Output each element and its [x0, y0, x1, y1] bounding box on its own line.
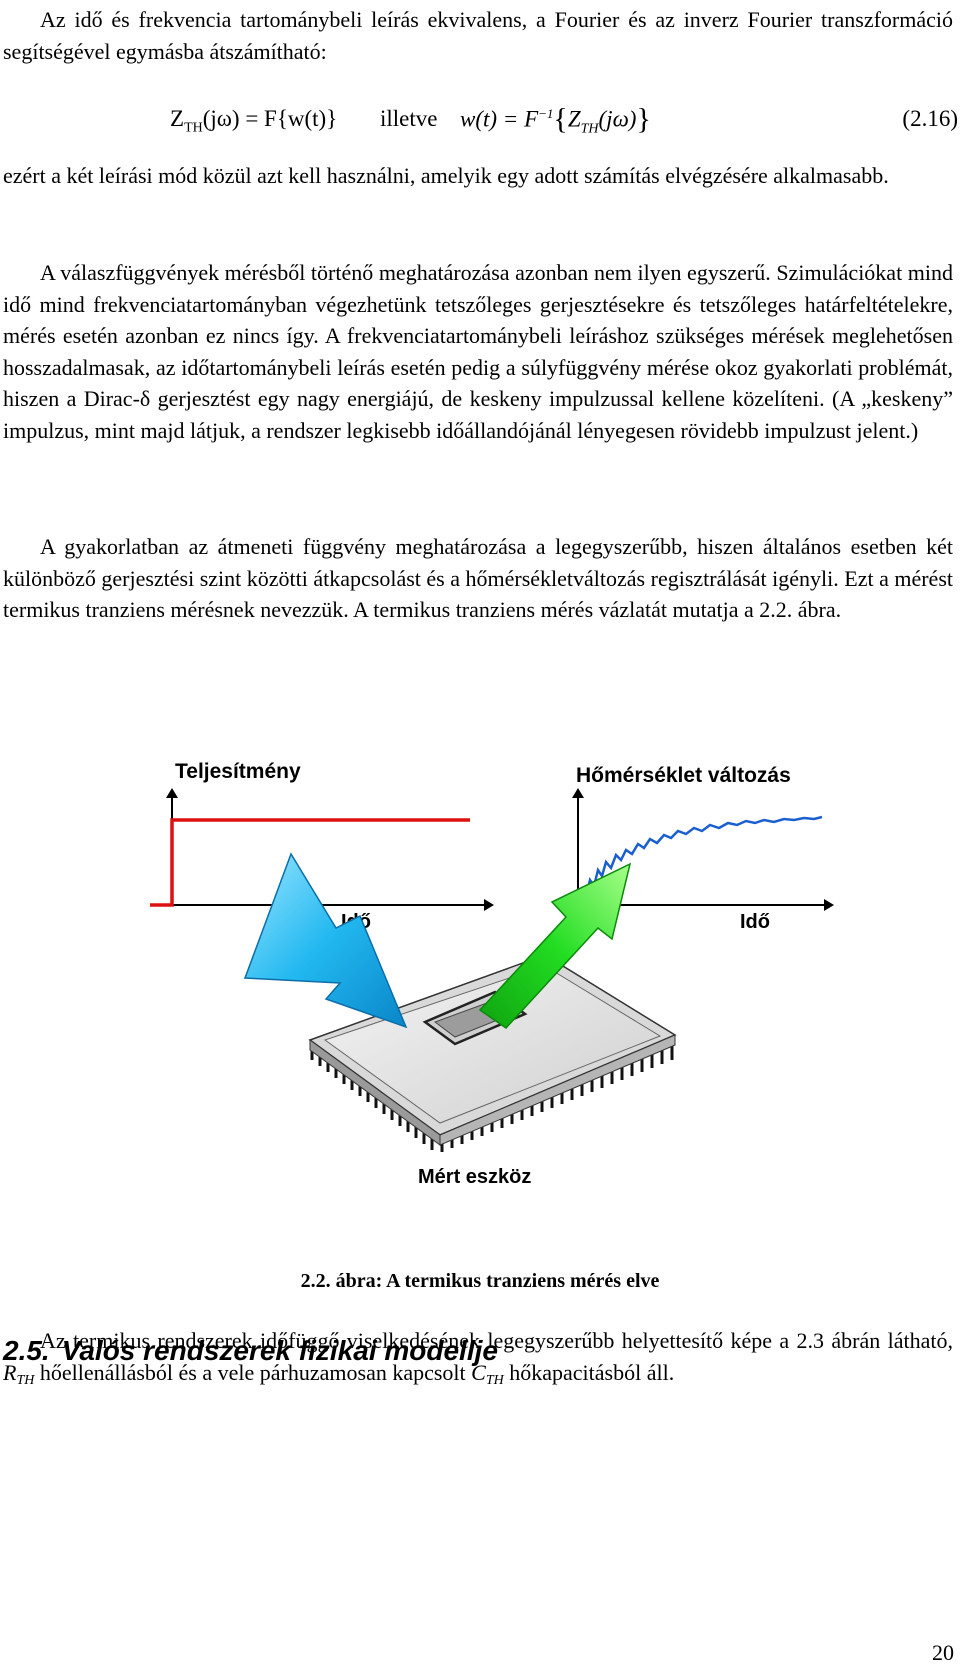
left-x-arrowhead — [484, 899, 494, 911]
power-step-line — [150, 818, 470, 907]
figure-caption: 2.2. ábra: A termikus tranziens mérés el… — [300, 1270, 660, 1292]
formula-rhs-sup: −1 — [538, 106, 554, 121]
temperature-curve — [576, 815, 823, 903]
power-input-arrow — [243, 852, 408, 1029]
formula-lhs: ZTH(jω) = F{w(t)} — [170, 106, 337, 137]
section-title: Valós rendszerek fizikai modellje — [61, 1335, 498, 1366]
equation-number: (2.16) — [902, 106, 958, 131]
formula-lhs-arg: (jω) = F{w(t)} — [202, 106, 338, 131]
formula-rhs-arg: (jω) — [598, 106, 637, 132]
formula-brace-close: } — [636, 102, 651, 136]
formula-rhs-left: w(t) = F — [460, 106, 539, 132]
right-axis-label: Idő — [740, 911, 770, 933]
r-th-sub: TH — [16, 1372, 35, 1388]
thermal-transient-figure: Teljesítmény Idő Hőmérséklet változás Id… — [150, 760, 834, 1188]
section-heading: 2.5. Valós rendszerek fizikai modellje — [3, 1335, 510, 1367]
c-th-sub: TH — [485, 1372, 504, 1388]
formula-lhs-symbol: Z — [170, 106, 185, 131]
device-label: Mért eszköz — [418, 1166, 531, 1188]
paragraph-2: ezért a két leírási mód közül azt kell h… — [3, 163, 889, 188]
paragraph-4: A gyakorlatban az átmeneti függvény megh… — [3, 534, 953, 622]
left-y-arrowhead — [166, 788, 178, 798]
page-number: 20 — [932, 1640, 954, 1665]
formula-rhs-symbol: Z — [567, 106, 581, 132]
section-number: 2.5. — [3, 1335, 50, 1366]
paragraph-5-part-a: Az termikus rendszerek időfüggő viselked… — [40, 1328, 953, 1353]
temperature-title: Hőmérséklet változás — [576, 764, 791, 787]
paragraph-5-part-c: hőkapacitásból áll. — [509, 1359, 675, 1385]
intro-paragraph: Az idő és frekvencia tartománybeli leírá… — [3, 7, 953, 64]
c-th-symbol: C — [471, 1359, 486, 1385]
temperature-output-arrow — [478, 862, 632, 1029]
r-th-symbol: R — [3, 1359, 17, 1385]
right-x-arrowhead — [824, 899, 834, 911]
paragraph-5-part-b: hőellenállásból és a vele párhuzamosan k… — [39, 1359, 466, 1385]
paragraph-5: Az termikus rendszerek időfüggő viselked… — [3, 1325, 953, 1396]
formula-rhs-sub: TH — [580, 121, 599, 137]
paragraph-3: A válaszfüggvények mérésből történő megh… — [3, 260, 953, 443]
right-y-arrowhead — [572, 788, 584, 798]
formula-lhs-sub: TH — [184, 120, 203, 136]
power-title: Teljesítmény — [175, 760, 301, 783]
formula-rhs: w(t) = F−1{ZTH(jω)} — [460, 102, 651, 137]
equation-2-16: ZTH(jω) = F{w(t)} illetve w(t) = F−1{ZTH… — [0, 100, 960, 144]
formula-connector: illetve — [380, 106, 438, 131]
formula-brace-open: { — [553, 102, 568, 136]
